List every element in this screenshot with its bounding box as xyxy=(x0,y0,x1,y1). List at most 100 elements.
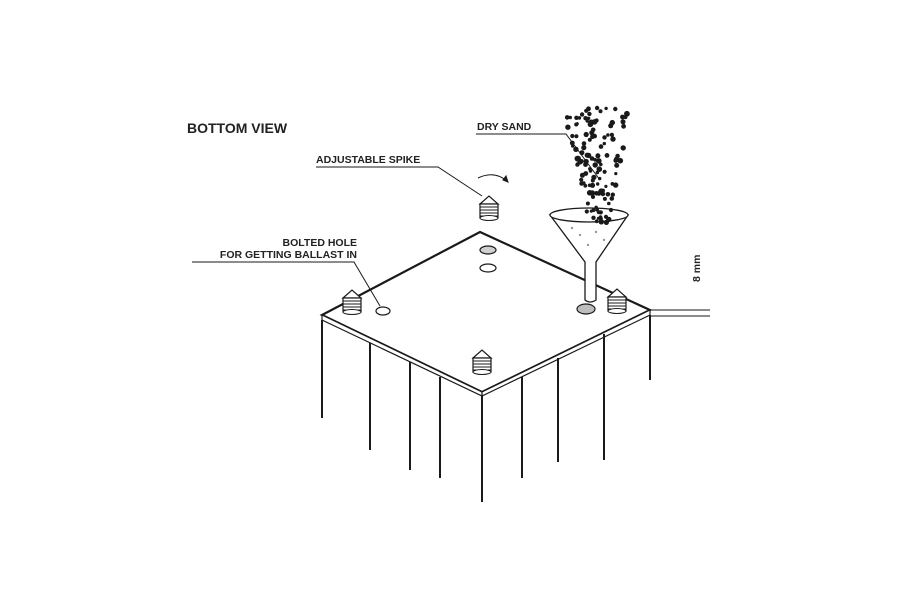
sand-particle-icon xyxy=(610,136,616,142)
bolted-hole-sublabel: FOR GETTING BALLAST IN xyxy=(220,249,357,261)
sand-particle-icon xyxy=(614,172,618,176)
sand-particle-icon xyxy=(581,141,587,146)
sand-particle-icon xyxy=(620,145,626,151)
sand-particle-icon xyxy=(603,214,609,219)
legs xyxy=(321,315,651,502)
sand-particle-icon xyxy=(568,115,572,120)
sand-particle-icon xyxy=(583,116,588,121)
sand-particle-icon xyxy=(596,158,602,164)
sand-particle-icon xyxy=(585,152,592,159)
sand-particle-icon xyxy=(621,123,626,129)
filling-hole xyxy=(576,303,596,315)
sand-particle-icon xyxy=(607,201,611,206)
sand-particle-icon xyxy=(624,110,630,117)
sand-particle-icon xyxy=(583,131,589,138)
sand-particle-icon xyxy=(590,132,594,136)
sand-particle-icon xyxy=(589,182,596,188)
sand-particle-icon xyxy=(594,105,600,111)
sand-particle-icon xyxy=(574,155,581,162)
sand-particle-icon xyxy=(604,106,608,111)
sand-particle-icon xyxy=(604,153,610,158)
sand-particle-icon xyxy=(590,194,596,199)
sand-particle-icon xyxy=(590,178,595,183)
dry-sand-label: DRY SAND xyxy=(477,121,532,133)
sand-particle-icon xyxy=(579,112,585,117)
sand-particle-icon xyxy=(602,141,606,146)
sand-particle-icon xyxy=(609,119,615,126)
sand-particle-icon xyxy=(598,144,604,149)
sand-particle-icon xyxy=(614,162,620,168)
sand-particle-icon xyxy=(609,196,615,201)
sand-particle-icon xyxy=(585,119,589,123)
sand-particle-icon xyxy=(605,192,611,197)
sand-particle-icon xyxy=(603,219,610,225)
sand-particle-icon xyxy=(608,207,614,213)
thickness-callout xyxy=(650,309,710,317)
sand-particle-icon xyxy=(598,109,603,114)
adjustable-spike-leader xyxy=(316,166,483,197)
sand-particle-icon xyxy=(586,116,591,121)
sand-particle-icon xyxy=(610,192,615,197)
sand-particle-icon xyxy=(584,209,589,214)
holes xyxy=(375,245,596,316)
sand-particle-icon xyxy=(579,177,584,182)
sand-particle-icon xyxy=(591,215,596,220)
sand-particle-icon xyxy=(587,121,594,128)
sand-particle-icon xyxy=(575,162,580,167)
leader-lines xyxy=(192,133,601,307)
sand-particle-icon xyxy=(570,133,575,139)
sand-particle-icon xyxy=(623,115,628,120)
thickness-label: 8 mm xyxy=(691,255,703,282)
sand-particle-icon xyxy=(615,153,620,159)
sand-particle-icon xyxy=(596,166,603,172)
sand-particle-icon xyxy=(586,106,591,112)
sand-particle-icon xyxy=(583,171,589,176)
sand-particle-icon xyxy=(596,182,600,186)
sand-particle-icon xyxy=(596,191,602,196)
sand-particle-icon xyxy=(613,182,619,188)
sand-particle-icon xyxy=(574,115,579,121)
sand-particle-icon xyxy=(573,146,579,152)
sand-particle-icon xyxy=(574,122,579,127)
sand-particle-icon xyxy=(587,137,592,142)
sand-particle-icon xyxy=(583,183,588,188)
sand-particle-icon xyxy=(602,196,607,201)
sand-particle-icon xyxy=(598,215,603,219)
sand-particle-icon xyxy=(574,134,579,139)
sand-particle-icon xyxy=(602,169,607,174)
sand-particle-icon xyxy=(592,162,598,168)
sand-particle-icon xyxy=(565,124,571,130)
hole xyxy=(479,245,497,255)
rotation-arrow-icon xyxy=(477,174,509,183)
sand-particle-icon xyxy=(589,156,595,161)
hole xyxy=(479,263,497,273)
bolted-hole xyxy=(375,306,391,316)
dry-sand-leader xyxy=(476,133,601,181)
sand-particle-icon xyxy=(581,145,587,151)
sand-particle-icon xyxy=(602,135,607,140)
sand-particle-icon xyxy=(598,210,603,215)
sand-particle-icon xyxy=(609,132,614,137)
sand-particle-icon xyxy=(613,106,618,112)
sand-particle-icon xyxy=(585,201,590,206)
plate xyxy=(319,230,653,397)
sand-particle-icon xyxy=(604,184,608,188)
sand-particle-icon xyxy=(577,116,582,120)
sand-particle-icon xyxy=(620,114,625,120)
sand-particle-icon xyxy=(620,119,626,125)
sand-particle-icon xyxy=(594,118,599,123)
bolted-hole-label: BOLTED HOLE xyxy=(283,237,357,249)
sand-particle-icon xyxy=(606,133,610,137)
view-title: BOTTOM VIEW xyxy=(187,120,288,136)
adjustable-spike-icon xyxy=(342,289,362,316)
bolted-hole-leader xyxy=(192,261,381,307)
sand-particle-icon xyxy=(594,205,598,209)
adjustable-spike-label: ADJUSTABLE SPIKE xyxy=(316,154,420,166)
sand-particle-icon xyxy=(589,190,595,196)
sand-particle-icon xyxy=(579,159,584,164)
sand-particle-icon xyxy=(571,144,575,148)
sand-particle-icon xyxy=(600,220,604,224)
sand-particle-icon xyxy=(564,115,570,120)
sand-particle-icon xyxy=(591,208,596,213)
